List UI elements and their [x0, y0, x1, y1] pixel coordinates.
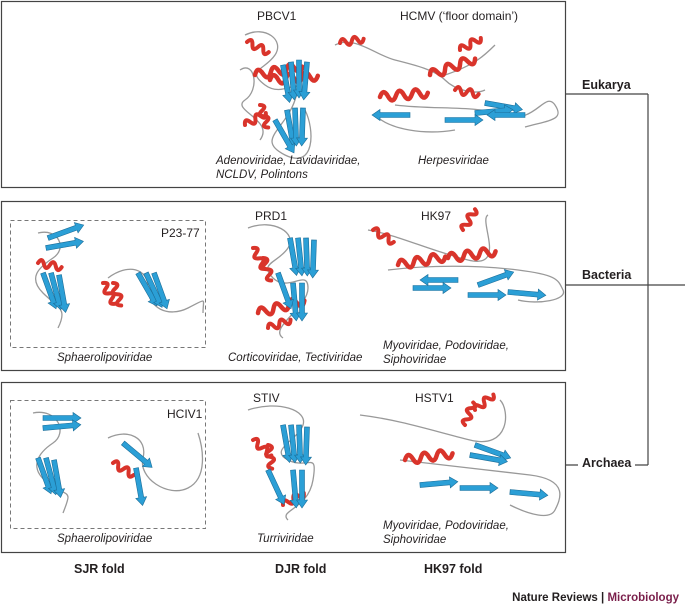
domain-label-archaea: Archaea — [578, 456, 636, 470]
structure-label-prd1: PRD1 — [255, 209, 288, 223]
structure-label-pbcv1: PBCV1 — [257, 9, 297, 23]
family-label-pbcv1-line1: Adenoviridae, Lavidaviridae, — [216, 155, 361, 167]
stiv-structure — [247, 405, 315, 521]
hk97-structure — [367, 205, 564, 303]
journal-credit: Nature Reviews | Microbiology — [512, 592, 679, 604]
family-label-hcmv: Herpesviridae — [418, 155, 489, 167]
family-label-pbcv1-line2: NCLDV, Polintons — [216, 169, 308, 181]
family-label-hstv1-line1: Myoviridae, Podoviridae, — [383, 520, 509, 532]
phylogeny-tree — [566, 93, 685, 466]
hciv1-structure — [32, 411, 204, 514]
p23-77-structure — [34, 219, 205, 329]
structure-label-hcmv: HCMV (‘floor domain’) — [400, 9, 519, 23]
family-label-prd1: Corticoviridae, Tectiviridae — [228, 352, 363, 364]
panel-eukarya-frame — [0, 0, 567, 189]
structure-label-hciv1: HCIV1 — [167, 407, 203, 421]
domain-label-bacteria: Bacteria — [578, 268, 636, 282]
hciv1-dashed-box — [10, 400, 206, 529]
hstv1-structure — [359, 389, 561, 517]
family-label-hk97-line2: Siphoviridae — [383, 354, 447, 366]
structure-label-p23-77: P23-77 — [161, 226, 200, 240]
structure-label-stiv: STIV — [253, 391, 280, 405]
journal-credit-separator: | — [601, 592, 605, 604]
family-label-hciv1: Sphaerolipoviridae — [57, 533, 153, 545]
family-label-stiv: Turriviridae — [257, 533, 314, 545]
hcmv-structure — [334, 32, 559, 133]
structure-label-hstv1: HSTV1 — [415, 391, 454, 405]
journal-credit-prefix: Nature Reviews — [512, 592, 598, 604]
family-label-p23-77: Sphaerolipoviridae — [57, 352, 153, 364]
family-label-hk97-line1: Myoviridae, Podoviridae, — [383, 340, 509, 352]
domain-label-eukarya: Eukarya — [578, 78, 635, 92]
fold-label-sjr: SJR fold — [74, 562, 125, 576]
panel-archaea-frame — [0, 381, 567, 554]
panel-bacteria-frame — [0, 200, 567, 372]
fold-label-djr: DJR fold — [275, 562, 327, 576]
pbcv1-structure — [239, 31, 318, 159]
fold-label-hk97: HK97 fold — [424, 562, 483, 576]
family-label-hstv1-line2: Siphoviridae — [383, 534, 447, 546]
journal-credit-suffix: Microbiology — [607, 592, 679, 604]
prd1-structure — [247, 224, 320, 339]
structure-label-hk97: HK97 — [421, 209, 452, 223]
